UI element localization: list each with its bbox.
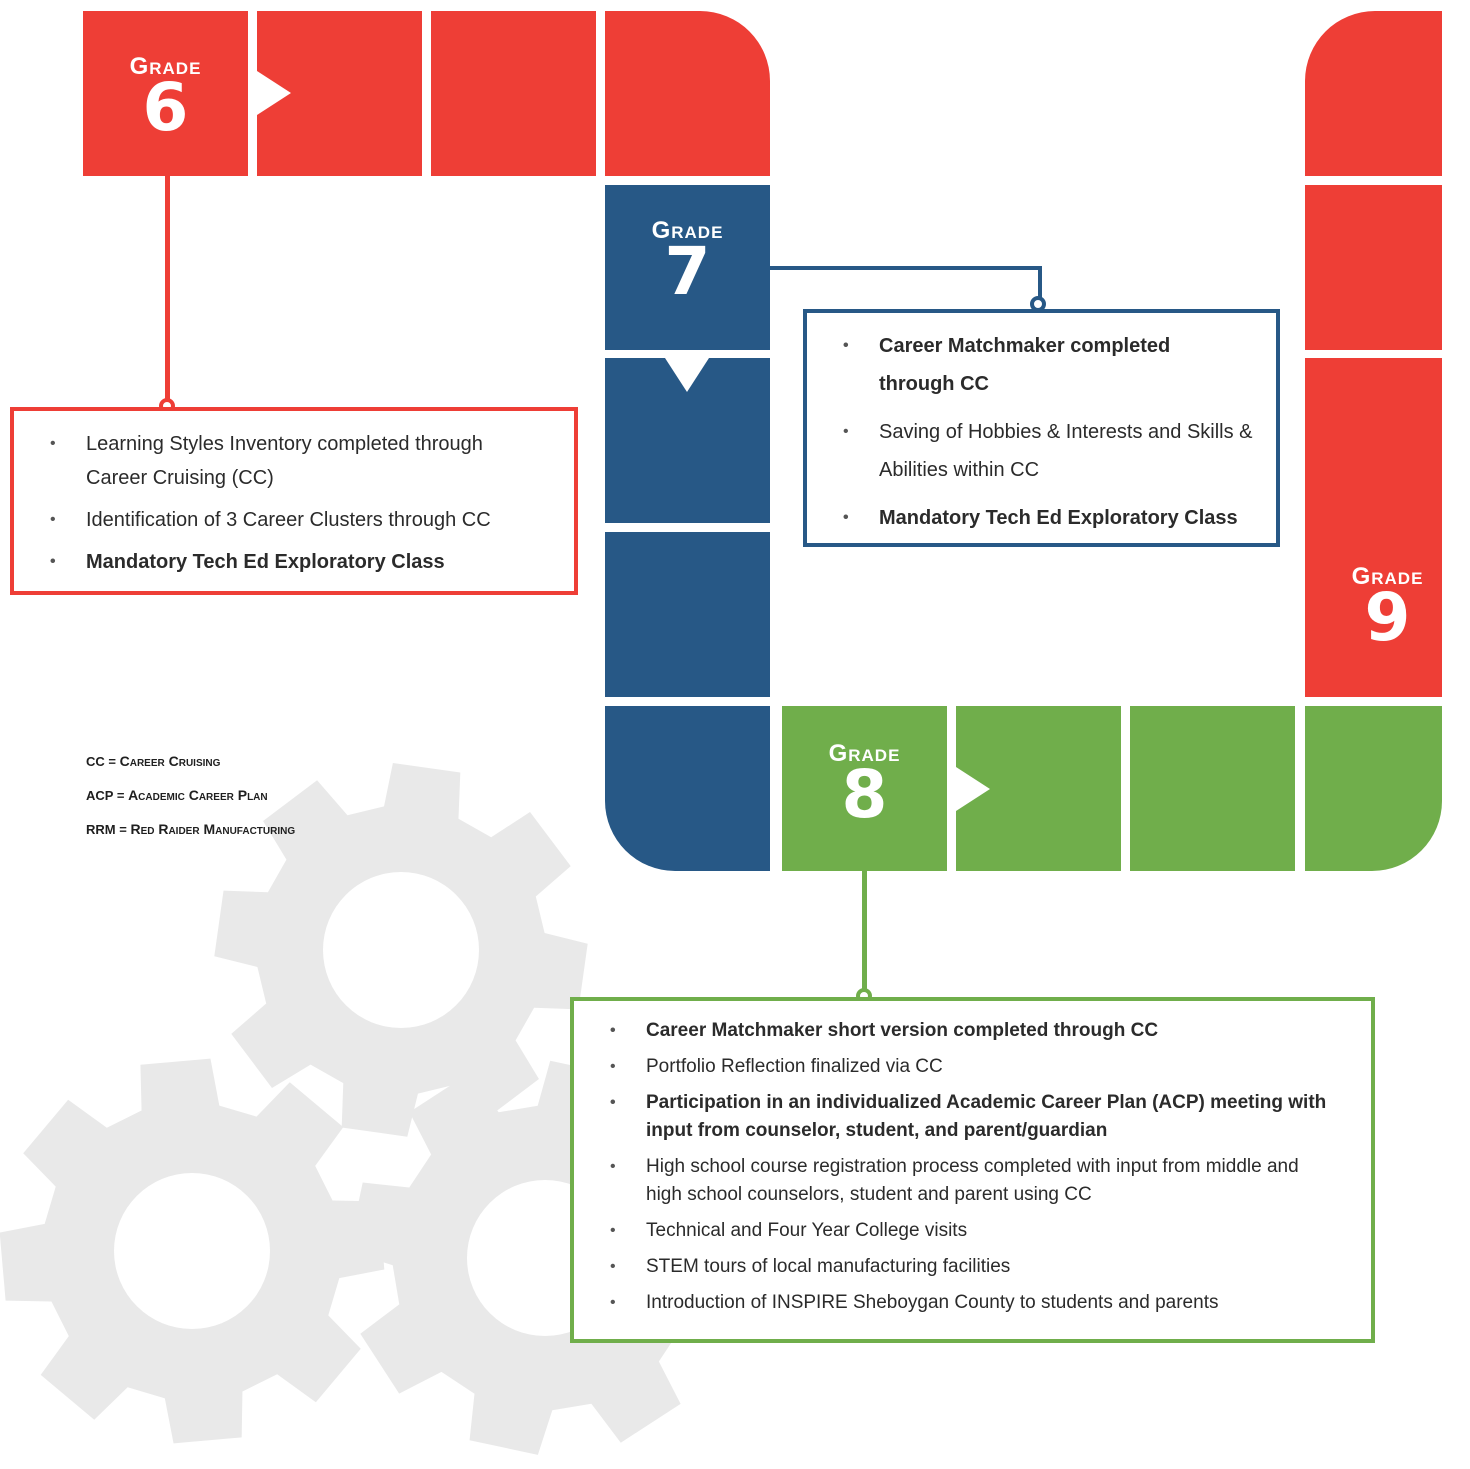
grade6-tile-start: Grade 6	[83, 11, 248, 176]
legend-rrm-abbr: RRM	[86, 822, 116, 837]
grade7-tile	[605, 532, 770, 697]
legend-acp: ACP = Academic Career Plan	[86, 787, 268, 803]
grade8-tile	[1130, 706, 1295, 871]
grade6-tile	[431, 11, 596, 176]
grade7-tile	[605, 358, 770, 523]
grade9-tile	[1305, 185, 1442, 350]
grade9-tile-corner	[1305, 11, 1442, 176]
legend-acp-abbr: ACP	[86, 788, 114, 803]
grade7-tile-start: Grade 7	[605, 185, 770, 350]
grade8-word: Grade	[828, 740, 901, 767]
grade9-tile	[1305, 358, 1442, 523]
grade6-item: Learning Styles Inventory completed thro…	[14, 427, 574, 495]
grade7-item: Mandatory Tech Ed Exploratory Class	[807, 499, 1276, 537]
grade8-item: Technical and Four Year College visits	[574, 1217, 1371, 1245]
grade6-connector	[165, 176, 170, 400]
grade6-number: 6	[142, 69, 189, 146]
grade8-number: 8	[841, 756, 888, 833]
legend-cc: CC = Career Cruising	[86, 753, 221, 769]
grade6-info-box: Learning Styles Inventory completed thro…	[10, 407, 578, 595]
grade9-word: Grade	[1351, 563, 1424, 590]
grade7-tile-corner	[605, 706, 770, 871]
grade6-tile	[257, 11, 422, 176]
grade7-word: Grade	[651, 217, 724, 244]
grade8-item: Portfolio Reflection finalized via CC	[574, 1053, 1371, 1081]
arrow-right-icon	[956, 767, 990, 811]
grade8-item: Career Matchmaker short version complete…	[574, 1017, 1371, 1045]
grade6-item: Mandatory Tech Ed Exploratory Class	[14, 545, 574, 579]
grade7-connector-h	[770, 266, 1042, 270]
grade7-connector-v	[1038, 266, 1042, 298]
legend-cc-full: Career Cruising	[119, 753, 221, 769]
arrow-right-icon	[257, 71, 291, 115]
grade9-number: 9	[1364, 579, 1411, 656]
grade8-info-box: Career Matchmaker short version complete…	[570, 997, 1375, 1343]
legend-acp-full: Academic Career Plan	[128, 787, 268, 803]
grade6-tile-corner	[605, 11, 770, 176]
legend-rrm-full: Red Raider Manufacturing	[130, 821, 296, 837]
grade8-tile	[956, 706, 1121, 871]
grade8-item: Introduction of INSPIRE Sheboygan County…	[574, 1289, 1371, 1317]
grade7-item: Saving of Hobbies & Interests and Skills…	[807, 413, 1276, 489]
grade7-number: 7	[664, 233, 711, 310]
legend-rrm: RRM = Red Raider Manufacturing	[86, 821, 296, 837]
abbreviation-legend: CC = Career Cruising ACP = Academic Care…	[86, 752, 295, 854]
grade8-tile-start: Grade 8	[782, 706, 947, 871]
grade7-info-box: Career Matchmaker completed through CC S…	[803, 309, 1280, 547]
legend-cc-abbr: CC	[86, 754, 105, 769]
grade8-item: STEM tours of local manufacturing facili…	[574, 1253, 1371, 1281]
grade6-word: Grade	[129, 53, 202, 80]
grade8-tile-corner	[1305, 706, 1442, 871]
grade9-tile-start: Grade 9	[1305, 487, 1442, 697]
arrow-down-icon	[665, 358, 709, 392]
grade8-connector	[862, 871, 867, 991]
grade8-item: Participation in an individualized Acade…	[574, 1089, 1371, 1145]
grade8-item: High school course registration process …	[574, 1153, 1371, 1209]
grade7-item: Career Matchmaker completed through CC	[807, 327, 1276, 403]
grade6-item: Identification of 3 Career Clusters thro…	[14, 503, 574, 537]
